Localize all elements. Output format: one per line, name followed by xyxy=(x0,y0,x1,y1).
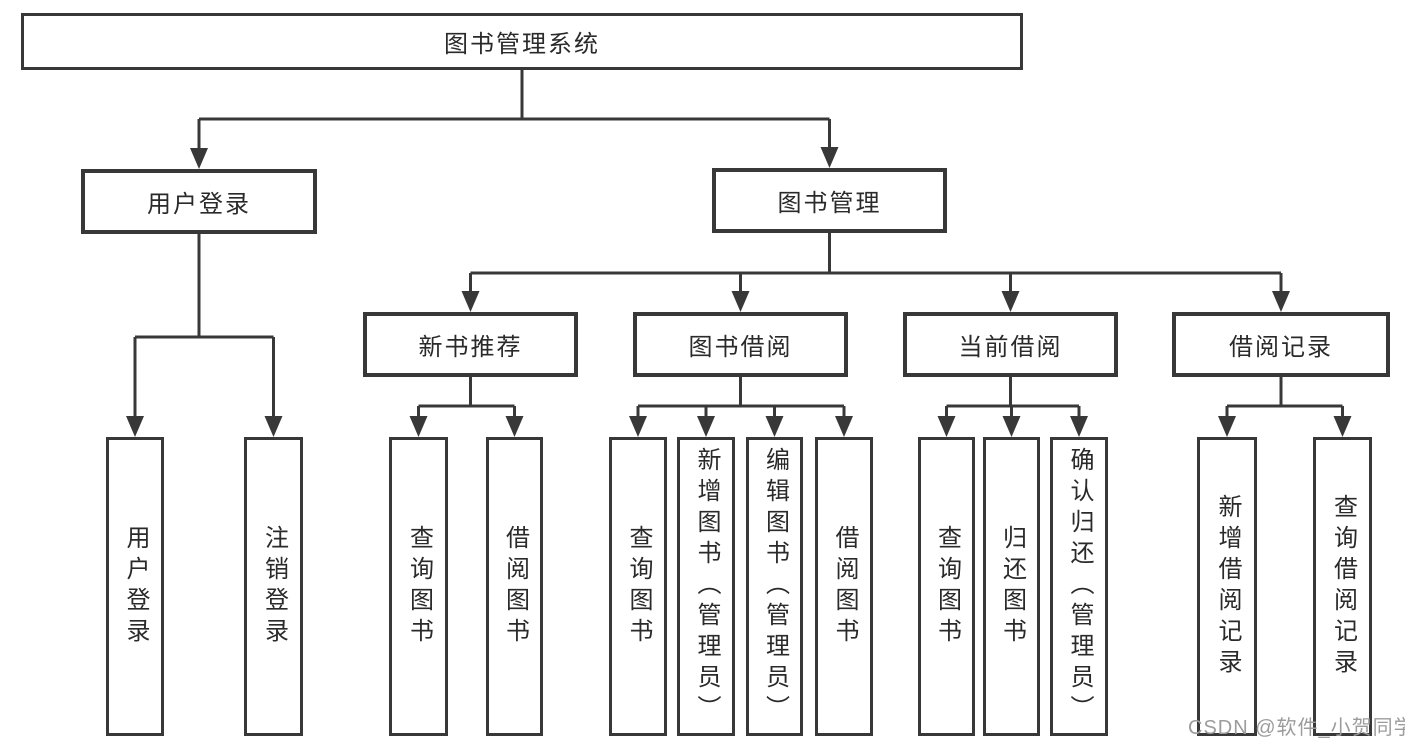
leaf-borrow-query-label: 查询图书 xyxy=(625,524,652,649)
node-user-login: 用户登录 xyxy=(81,169,317,234)
node-current-borrow-label: 当前借阅 xyxy=(958,334,1063,361)
leaf-borrow-borrow-label: 借阅图书 xyxy=(831,524,858,649)
arrowhead-down-icon xyxy=(1218,416,1352,437)
node-book-mgmt-label: 图书管理 xyxy=(777,190,882,217)
connector-root-to-level1 xyxy=(197,70,831,150)
node-root-label: 图书管理系统 xyxy=(444,31,600,58)
leaf-current-confirm: 确认归还（管理员） xyxy=(1050,437,1108,736)
leaf-current-query: 查询图书 xyxy=(918,437,975,736)
leaf-records-query: 查询借阅记录 xyxy=(1313,437,1372,736)
leaf-borrow-borrow: 借阅图书 xyxy=(815,437,873,736)
node-borrow-records-label: 借阅记录 xyxy=(1229,334,1333,361)
leaf-records-add-label: 新增借阅记录 xyxy=(1214,493,1241,680)
arrowhead-down-icon xyxy=(937,416,1088,437)
arrowhead-down-icon xyxy=(126,416,283,437)
connector-book-mgmt-level2 xyxy=(469,233,1283,293)
leaf-borrow-add-label: 新增图书（管理员） xyxy=(693,447,720,726)
leaf-user-login: 用户登录 xyxy=(106,437,164,736)
node-user-login-label: 用户登录 xyxy=(147,191,251,218)
leaf-borrow-add: 新增图书（管理员） xyxy=(677,437,735,736)
node-root: 图书管理系统 xyxy=(21,13,1023,70)
leaf-newbooks-borrow: 借阅图书 xyxy=(486,437,543,736)
arrowhead-down-icon xyxy=(461,291,1290,312)
node-new-books-label: 新书推荐 xyxy=(418,334,523,361)
connector-book-borrow-children xyxy=(636,377,846,418)
leaf-current-query-label: 查询图书 xyxy=(933,524,961,649)
watermark: CSDN @软件_小贺同学 xyxy=(1188,717,1405,739)
leaf-borrow-query: 查询图书 xyxy=(609,437,667,736)
connector-new-books-children xyxy=(417,377,516,418)
leaf-newbooks-query: 查询图书 xyxy=(389,437,448,736)
leaf-logout-label: 注销登录 xyxy=(260,524,288,649)
node-borrow-records: 借阅记录 xyxy=(1172,312,1390,377)
leaf-borrow-edit: 编辑图书（管理员） xyxy=(746,437,803,736)
connector-current-borrow-children xyxy=(945,377,1081,418)
leaf-records-add: 新增借阅记录 xyxy=(1197,437,1257,736)
node-book-borrow: 图书借阅 xyxy=(633,312,848,377)
leaf-newbooks-borrow-label: 借阅图书 xyxy=(501,524,529,649)
node-book-borrow-label: 图书借阅 xyxy=(688,334,793,361)
leaf-current-confirm-label: 确认归还（管理员） xyxy=(1066,447,1093,726)
leaf-user-login-label: 用户登录 xyxy=(122,524,149,649)
arrowhead-down-icon xyxy=(190,147,839,169)
leaf-newbooks-query-label: 查询图书 xyxy=(405,524,433,649)
node-book-mgmt: 图书管理 xyxy=(712,168,947,233)
node-current-borrow: 当前借阅 xyxy=(903,312,1118,377)
connector-user-login-children xyxy=(133,234,275,418)
leaf-current-return: 归还图书 xyxy=(983,437,1040,736)
leaf-records-query-label: 查询借阅记录 xyxy=(1329,493,1357,680)
leaf-logout: 注销登录 xyxy=(244,437,303,736)
arrowhead-down-icon xyxy=(409,416,524,437)
leaf-borrow-edit-label: 编辑图书（管理员） xyxy=(761,447,789,726)
node-new-books: 新书推荐 xyxy=(363,312,578,377)
arrowhead-down-icon xyxy=(629,416,853,437)
leaf-current-return-label: 归还图书 xyxy=(998,524,1026,649)
connector-borrow-records-children xyxy=(1225,377,1344,418)
